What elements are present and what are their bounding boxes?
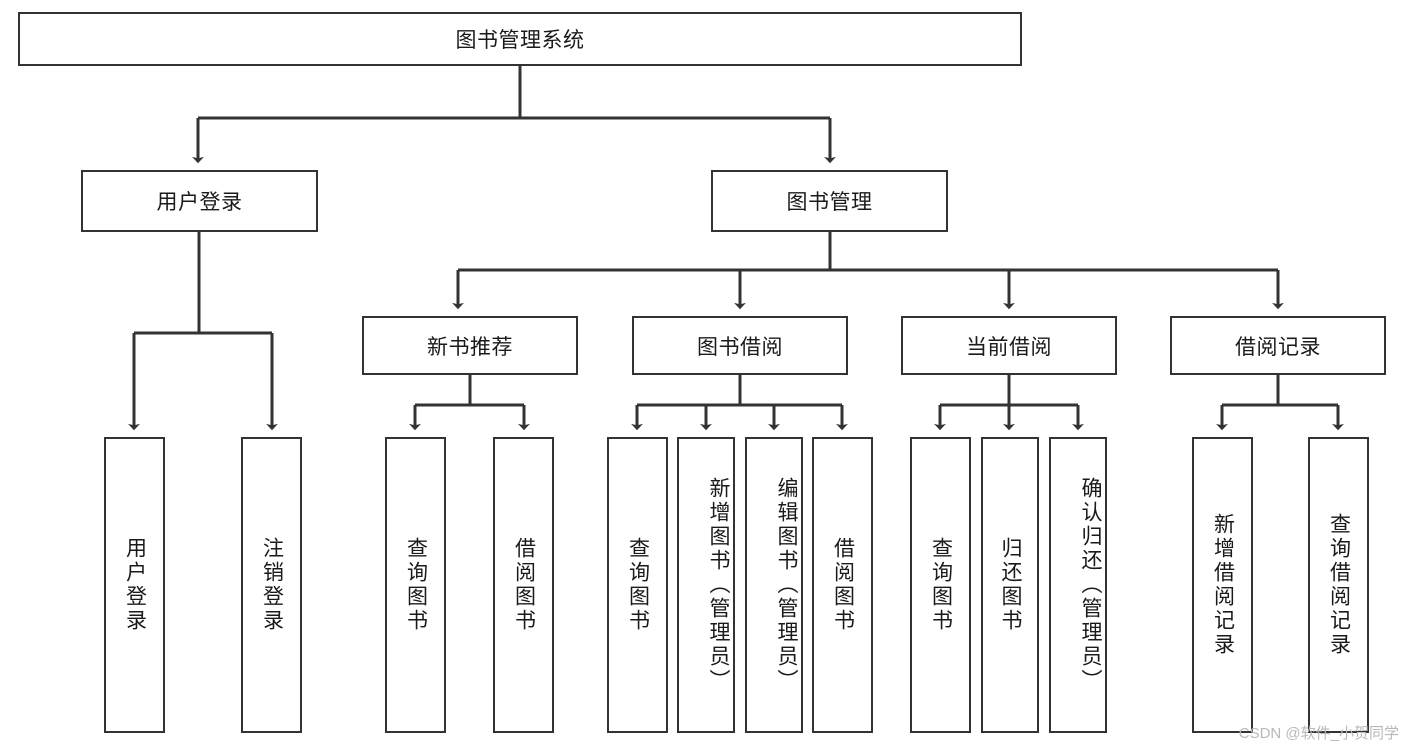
node-label: 借阅图书 — [512, 537, 536, 633]
leaf-query-borrow-record[interactable]: 查询借阅记录 — [1308, 437, 1369, 733]
node-user-login[interactable]: 用户登录 — [81, 170, 318, 232]
node-label: 查询图书 — [404, 537, 428, 633]
leaf-user-login[interactable]: 用户登录 — [104, 437, 165, 733]
leaf-confirm-return-admin[interactable]: 确认归还（管理员） — [1049, 437, 1107, 733]
node-book-borrow[interactable]: 图书借阅 — [632, 316, 848, 375]
node-current-borrow[interactable]: 当前借阅 — [901, 316, 1117, 375]
node-label: 新书推荐 — [427, 335, 513, 359]
node-label: 图书管理系统 — [455, 29, 585, 52]
node-book-management[interactable]: 图书管理 — [711, 170, 948, 232]
leaf-query-book-borrow[interactable]: 查询图书 — [607, 437, 668, 733]
leaf-borrow-book[interactable]: 借阅图书 — [812, 437, 873, 733]
node-label: 注销登录 — [260, 537, 284, 633]
node-label: 图书管理 — [786, 191, 873, 214]
leaf-query-book-current[interactable]: 查询图书 — [910, 437, 971, 733]
node-label: 查询图书 — [626, 537, 650, 633]
node-root-book-management-system[interactable]: 图书管理系统 — [18, 12, 1022, 66]
node-label: 编辑图书（管理员） — [775, 477, 798, 693]
node-label: 用户登录 — [156, 191, 243, 214]
node-label: 图书借阅 — [697, 335, 783, 359]
node-label: 用户登录 — [123, 537, 147, 633]
node-label: 确认归还（管理员） — [1079, 477, 1102, 693]
node-label: 借阅图书 — [831, 537, 855, 633]
leaf-add-borrow-record[interactable]: 新增借阅记录 — [1192, 437, 1253, 733]
leaf-edit-book-admin[interactable]: 编辑图书（管理员） — [745, 437, 803, 733]
node-new-book-recommend[interactable]: 新书推荐 — [362, 316, 578, 375]
node-borrow-record[interactable]: 借阅记录 — [1170, 316, 1386, 375]
node-label: 当前借阅 — [966, 335, 1052, 359]
node-label: 新增借阅记录 — [1211, 513, 1235, 657]
leaf-return-book[interactable]: 归还图书 — [981, 437, 1039, 733]
node-label: 新增图书（管理员） — [707, 477, 730, 693]
leaf-add-book-admin[interactable]: 新增图书（管理员） — [677, 437, 735, 733]
csdn-watermark: CSDN @软件_小贺同学 — [1238, 725, 1399, 742]
leaf-logout-login[interactable]: 注销登录 — [241, 437, 302, 733]
node-label: 借阅记录 — [1235, 335, 1321, 359]
leaf-borrow-book-recommend[interactable]: 借阅图书 — [493, 437, 554, 733]
node-label: 归还图书 — [999, 537, 1022, 633]
node-label: 查询图书 — [929, 537, 953, 633]
node-label: 查询借阅记录 — [1327, 513, 1351, 657]
leaf-query-book-recommend[interactable]: 查询图书 — [385, 437, 446, 733]
